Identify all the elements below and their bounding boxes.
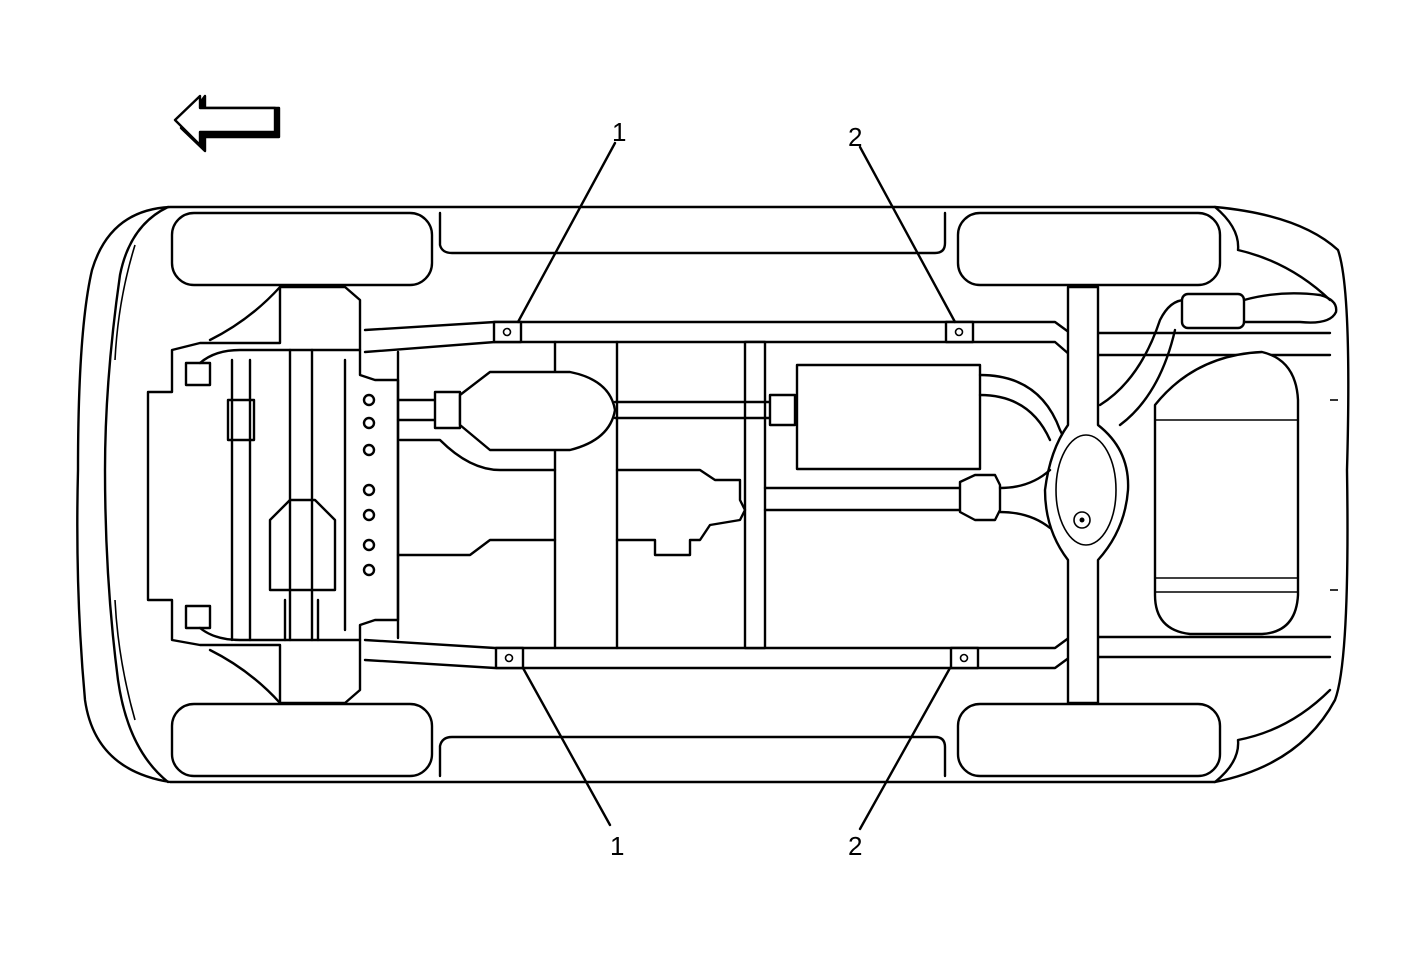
tailpipe — [1098, 292, 1338, 427]
fuel-tank — [1153, 350, 1300, 636]
rear-axle — [998, 285, 1130, 705]
forward-arrow-icon — [173, 94, 281, 153]
exhaust-system — [396, 363, 1067, 557]
front-lower-mount — [494, 646, 525, 670]
leader-line-rear-upper — [858, 145, 957, 324]
callout-label-front-lower: 1 — [610, 831, 624, 861]
callout-label-rear-lower: 2 — [848, 831, 862, 861]
front-upper-mount — [492, 320, 523, 344]
callout-label-rear-upper: 2 — [848, 122, 862, 152]
front-right-tire — [170, 702, 434, 778]
rear-upper-mount — [944, 320, 975, 344]
rear-right-tire — [956, 702, 1222, 778]
rear-left-tire — [956, 211, 1222, 287]
front-left-tire — [170, 211, 434, 287]
drivetrain — [615, 468, 1002, 557]
vehicle-body-outline — [76, 205, 1350, 784]
leader-line-front-upper — [516, 141, 617, 324]
callout-label-front-upper: 1 — [612, 117, 626, 147]
leader-line-front-lower — [521, 666, 612, 827]
frame-rails — [363, 320, 1332, 670]
front-suspension — [146, 285, 400, 705]
rear-lower-mount — [949, 646, 980, 670]
leader-line-rear-lower — [858, 666, 952, 831]
